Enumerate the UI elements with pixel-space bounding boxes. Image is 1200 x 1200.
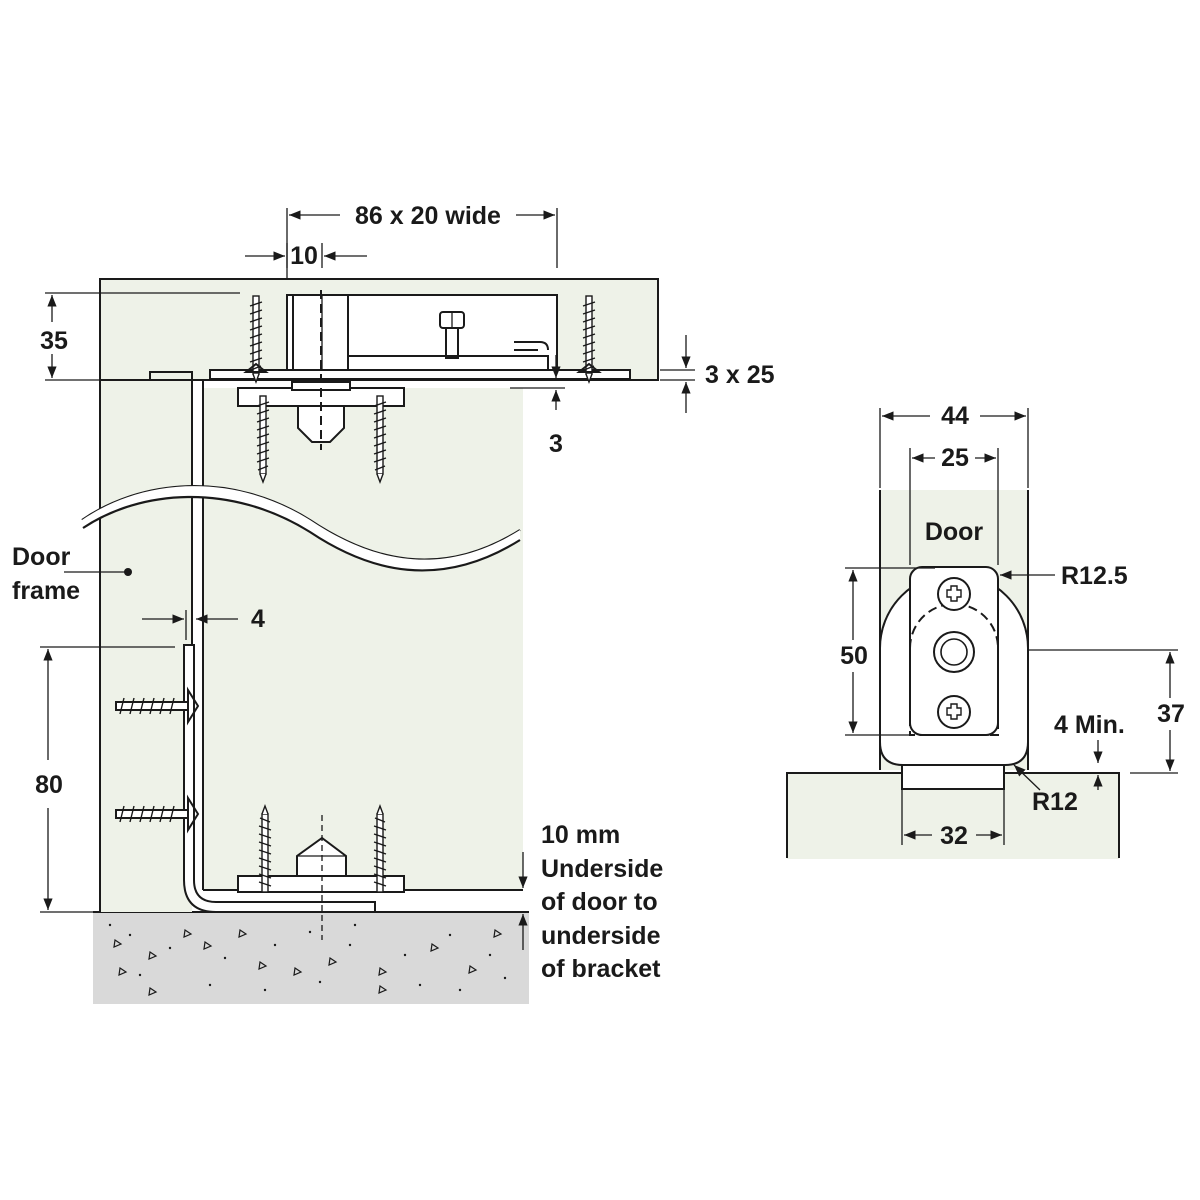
dim-height: 37: [1157, 700, 1185, 728]
dim-radius-bottom: R12: [1032, 788, 1078, 816]
right-view: 44 25 Door R12.5 50 37 4 Min. R12: [786, 402, 1185, 859]
dim-min-gap: 4 Min.: [1054, 711, 1125, 739]
label-door: Door: [925, 518, 984, 546]
dim-recess-depth: 35: [40, 327, 68, 355]
top-plate: [209, 369, 631, 380]
label-door-frame-line2: frame: [12, 577, 80, 605]
bottom-screw-icon: [937, 695, 971, 729]
dim-bracket-height: 80: [35, 771, 63, 799]
leader-dot: [124, 568, 132, 576]
bottom-bracket: [183, 644, 376, 913]
floor-dots: [108, 923, 507, 992]
dim-pivot-offset: 10: [290, 242, 318, 270]
note-line4: underside: [541, 922, 661, 950]
dim-bottom-width: 32: [940, 822, 968, 850]
dim-plate: 3 x 25: [705, 361, 775, 389]
door-panel: [203, 388, 523, 890]
dim-slot-length: 50: [840, 642, 868, 670]
dim-top-width: 86 x 20 wide: [355, 202, 501, 230]
top-slide: [348, 355, 549, 370]
dim-bracket-gap: 4: [251, 605, 265, 633]
floor-texture: [113, 928, 503, 996]
pivot-hole-icon: [933, 631, 975, 673]
top-spring: [514, 341, 549, 351]
wall-screw: [115, 794, 200, 834]
floor: [93, 912, 529, 1004]
bottom-plate: [901, 761, 1005, 790]
dim-gap-top: 3: [549, 430, 563, 458]
note-line5: of bracket: [541, 955, 661, 983]
label-door-frame-line1: Door: [12, 543, 71, 571]
top-screw-icon: [937, 577, 971, 611]
left-view: 86 x 20 wide 10 35 3 x 25 3 Door frame: [12, 202, 775, 1004]
adjustment-bolt: [439, 311, 465, 359]
dim-door-width: 44: [941, 402, 969, 430]
frame-jamb: [100, 378, 192, 912]
dim-radius-top: R12.5: [1061, 562, 1128, 590]
note-line3: of door to: [541, 888, 658, 916]
wall-screw: [115, 686, 200, 726]
note-line1: 10 mm: [541, 821, 620, 849]
note-line2: Underside: [541, 855, 663, 883]
dim-inner-width: 25: [941, 444, 969, 472]
